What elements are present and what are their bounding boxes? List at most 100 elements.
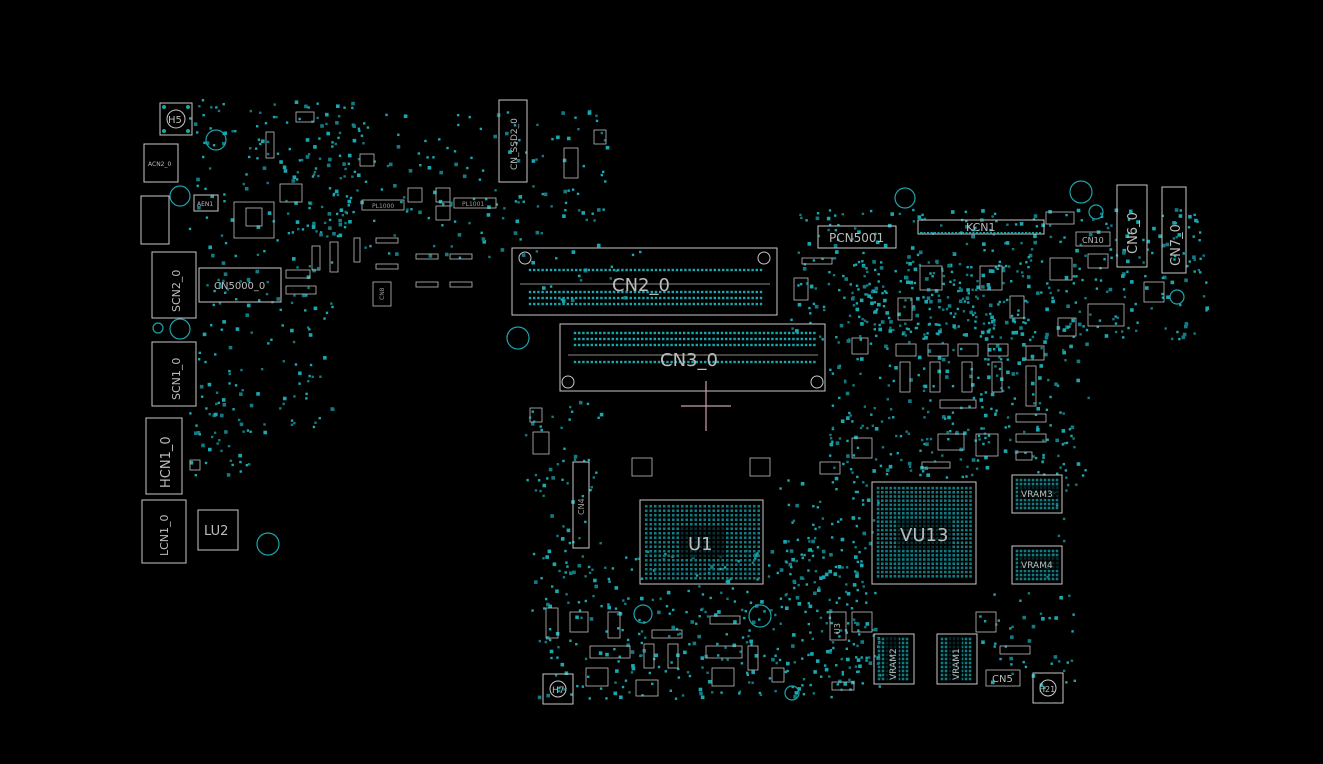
small-part[interactable]: [449, 253, 473, 260]
small-part[interactable]: [975, 433, 999, 457]
small-part[interactable]: [1045, 211, 1075, 225]
small-part[interactable]: [801, 257, 833, 265]
lu2-chip[interactable]: LU2: [197, 509, 239, 551]
small-part[interactable]: [635, 679, 659, 697]
pcn5001-connector[interactable]: PCN5001: [817, 225, 897, 249]
h5-standoff[interactable]: H5: [159, 102, 193, 136]
small-part[interactable]: [987, 343, 1009, 357]
cn8-connector[interactable]: CN8: [372, 281, 392, 307]
cn10-connector[interactable]: CN10: [1075, 231, 1111, 247]
small-part[interactable]: [1049, 257, 1073, 281]
small-part[interactable]: [585, 667, 609, 687]
small-part[interactable]: [245, 207, 263, 227]
side-connector[interactable]: [140, 195, 170, 245]
small-part[interactable]: [569, 611, 589, 633]
cn6-connector[interactable]: CN6_0: [1116, 184, 1148, 268]
small-part[interactable]: [749, 457, 771, 477]
small-part[interactable]: [1009, 295, 1025, 319]
small-part[interactable]: [643, 643, 655, 669]
small-part[interactable]: [851, 611, 873, 633]
small-part[interactable]: [631, 457, 653, 477]
small-part[interactable]: [435, 187, 451, 203]
small-part[interactable]: [233, 201, 275, 239]
small-part[interactable]: [415, 281, 439, 288]
small-part[interactable]: [1015, 451, 1033, 461]
small-part[interactable]: [295, 111, 315, 123]
small-part[interactable]: [1057, 317, 1077, 337]
small-part[interactable]: [329, 241, 339, 273]
small-part[interactable]: [1143, 281, 1165, 303]
vram2-chip[interactable]: VRAM2: [873, 633, 915, 685]
small-part[interactable]: [929, 361, 941, 393]
small-part[interactable]: [1087, 303, 1125, 327]
small-part[interactable]: [435, 205, 451, 221]
lcn1-connector[interactable]: LCN1_0: [141, 499, 187, 564]
small-part[interactable]: [895, 343, 917, 357]
small-part[interactable]: [1025, 365, 1037, 407]
small-part[interactable]: [359, 153, 375, 167]
small-part[interactable]: [919, 265, 943, 291]
scn1-connector[interactable]: SCN1_0: [151, 341, 197, 407]
small-part[interactable]: [711, 667, 735, 687]
small-part[interactable]: [961, 361, 973, 393]
acn2-connector[interactable]: ACN2_0: [143, 143, 179, 183]
small-part[interactable]: [529, 407, 543, 423]
small-part[interactable]: [991, 361, 1003, 393]
vram3-chip[interactable]: VRAM3: [1011, 474, 1063, 514]
small-part[interactable]: [979, 265, 1003, 291]
cn5-connector[interactable]: CN5: [985, 669, 1021, 687]
vram4-chip[interactable]: VRAM4: [1011, 545, 1063, 585]
small-part[interactable]: [311, 245, 321, 271]
small-part[interactable]: [975, 611, 997, 633]
vram1-chip[interactable]: VRAM1: [936, 633, 978, 685]
small-part[interactable]: [999, 645, 1031, 655]
u1-cpu[interactable]: U1: [639, 499, 764, 585]
small-part[interactable]: [651, 629, 683, 639]
hcn1-connector[interactable]: HCN1_0: [145, 417, 183, 495]
small-part[interactable]: [819, 461, 841, 475]
small-part[interactable]: [415, 253, 439, 260]
small-part[interactable]: [705, 645, 743, 659]
h21-standoff[interactable]: H21: [1032, 672, 1064, 704]
pl1001-part[interactable]: PL1001: [453, 197, 497, 209]
small-part[interactable]: [545, 607, 559, 639]
small-part[interactable]: [265, 131, 275, 159]
aen1-chip[interactable]: AEN1: [193, 194, 219, 212]
small-part[interactable]: [285, 269, 311, 279]
small-part[interactable]: [939, 399, 977, 409]
small-part[interactable]: [851, 337, 869, 355]
kcn1-connector[interactable]: KCN1: [917, 219, 1045, 235]
small-part[interactable]: [189, 459, 201, 471]
small-part[interactable]: [285, 285, 317, 295]
small-part[interactable]: [709, 615, 741, 625]
small-part[interactable]: [532, 431, 550, 455]
small-part[interactable]: [375, 237, 399, 244]
cn5000-connector[interactable]: CN5000_0: [198, 267, 282, 303]
small-part[interactable]: [593, 129, 607, 145]
cn4-connector[interactable]: CN4: [572, 461, 590, 549]
small-part[interactable]: [897, 297, 913, 321]
small-part[interactable]: [957, 343, 979, 357]
small-part[interactable]: [771, 667, 785, 683]
small-part[interactable]: [851, 437, 873, 459]
small-part[interactable]: [375, 263, 399, 270]
pl1000-part[interactable]: PL1000: [361, 199, 405, 211]
small-part[interactable]: [667, 643, 679, 669]
scn2-connector[interactable]: SCN2_0: [151, 251, 197, 319]
cn2-slot[interactable]: CN2_0: [511, 247, 778, 316]
small-part[interactable]: [927, 343, 949, 357]
small-part[interactable]: [607, 611, 621, 639]
vu13-gpu[interactable]: VU13: [871, 481, 977, 585]
cn7-connector[interactable]: CN7_0: [1161, 186, 1187, 274]
small-part[interactable]: [1015, 433, 1047, 443]
small-part[interactable]: [353, 237, 361, 263]
small-part[interactable]: [563, 147, 579, 179]
cn3-slot[interactable]: CN3_0: [559, 323, 826, 392]
small-part[interactable]: [449, 281, 473, 288]
small-part[interactable]: [747, 645, 759, 671]
h7-standoff[interactable]: H7: [542, 673, 574, 705]
small-part[interactable]: [279, 183, 303, 203]
small-part[interactable]: [937, 433, 965, 451]
cn-ssd2-connector[interactable]: CN_SSD2_0: [498, 99, 528, 183]
small-part[interactable]: [793, 277, 809, 301]
